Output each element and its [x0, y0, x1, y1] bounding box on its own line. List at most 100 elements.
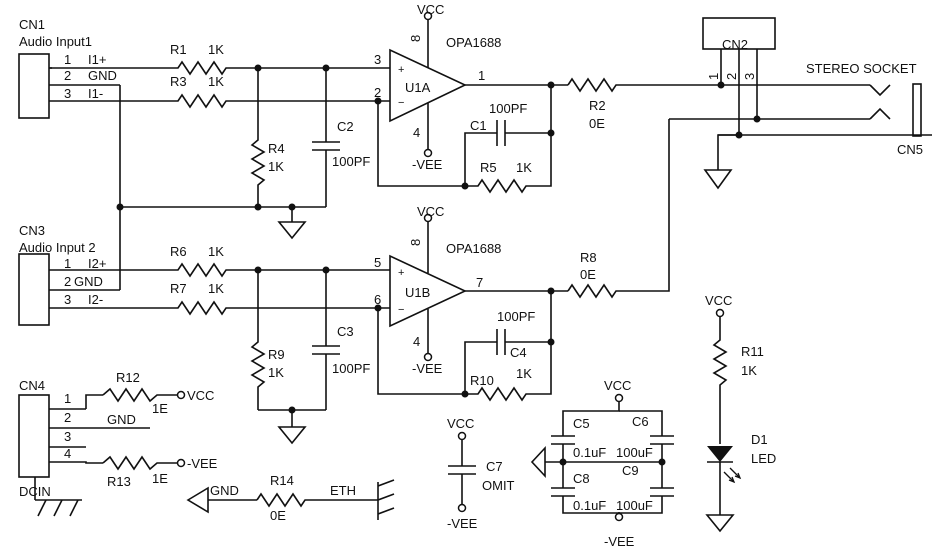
r3-value: 1K [208, 74, 224, 89]
c1-value: 100PF [489, 101, 527, 116]
u1a-part: OPA1688 [446, 35, 501, 50]
c6-ref: C6 [632, 414, 649, 429]
cn1-name: Audio Input1 [19, 34, 92, 49]
cn4-ref: CN4 [19, 378, 45, 393]
r6-value: 1K [208, 244, 224, 259]
resistor-r9: R9 1K [250, 270, 285, 410]
u1b-pin-out: 7 [476, 275, 483, 290]
svg-text:−: − [398, 97, 404, 109]
connector-cn4: CN4 DCIN 1 2 3 4 GND [18, 378, 136, 499]
r13-ref: R13 [107, 474, 131, 489]
cn3-signal-i2p: I2+ [88, 256, 106, 271]
c3-ref: C3 [337, 324, 354, 339]
cn2-pin-1: 1 [706, 73, 721, 80]
u1b-ref: U1B [405, 285, 430, 300]
r1-ref: R1 [170, 42, 187, 57]
r4-ref: R4 [268, 141, 285, 156]
c7-value: OMIT [482, 478, 515, 493]
capacitor-c1: C1 100PF [470, 101, 527, 146]
c2-ref: C2 [337, 119, 354, 134]
eth-label: ETH [330, 483, 356, 498]
c3-value: 100PF [332, 361, 370, 376]
c2-value: 100PF [332, 154, 370, 169]
resistor-r10: R10 1K [465, 342, 552, 402]
cn3-signal-gnd: GND [74, 274, 103, 289]
r11-ref: R11 [741, 344, 764, 359]
wire-u1b-fb-left [377, 308, 465, 395]
opamp-u1b: U1B OPA1688 + − 5 6 7 VCC 8 4 -VEE [374, 204, 501, 376]
cn3-name: Audio Input 2 [19, 240, 96, 255]
wire-c4-left [464, 341, 497, 394]
r2-ref: R2 [589, 98, 606, 113]
u1b-part: OPA1688 [446, 241, 501, 256]
connector-cn1: CN1 Audio Input1 1 2 3 I1+ GND I1- [18, 17, 117, 119]
u1b-pin-plus: 5 [374, 255, 381, 270]
cn3-pin-3: 3 [64, 292, 71, 307]
r14-value: 0E [270, 508, 286, 523]
r13-vee-label: -VEE [187, 456, 218, 471]
c7-ref: C7 [486, 459, 503, 474]
r4-value: 1K [268, 159, 284, 174]
r13-value: 1E [152, 471, 168, 486]
r5-ref: R5 [480, 160, 497, 175]
cn3-pin-1: 1 [64, 256, 71, 271]
wire-cn4-pin1b [85, 394, 103, 409]
cn5-name: STEREO SOCKET [806, 61, 917, 76]
cn1-signal-i1p: I1+ [88, 52, 106, 67]
svg-text:+: + [398, 64, 404, 76]
ground-symbol-cn2 [703, 134, 739, 190]
u1a-pin-plus: 3 [374, 52, 381, 67]
cn4-gnd-label: GND [107, 412, 136, 427]
cn4-pin-4: 4 [64, 446, 71, 461]
decoupling-vee-label: -VEE [604, 534, 635, 549]
u1a-pin-vee: 4 [413, 125, 420, 140]
r9-ref: R9 [268, 347, 285, 362]
decoupling-block: VCC C5 0.1uF C6 100uF C8 0.1uF C9 100uF … [530, 378, 674, 549]
d1-ref: D1 [751, 432, 768, 447]
resistor-r6: R6 1K [170, 244, 232, 278]
u1b-vcc-label: VCC [417, 204, 444, 219]
r5-value: 1K [516, 160, 532, 175]
r2-value: 0E [589, 116, 605, 131]
c4-ref: C4 [510, 345, 527, 360]
r11-value: 1K [741, 363, 757, 378]
resistor-r14: GND R14 0E ETH [186, 473, 378, 523]
c5-value: 0.1uF [573, 445, 606, 460]
resistor-r3: R3 1K [170, 74, 232, 109]
u1a-ref: U1A [405, 80, 431, 95]
svg-text:−: − [398, 304, 404, 316]
c9-ref: C9 [622, 463, 639, 478]
u1b-pin-vee: 4 [413, 334, 420, 349]
r9-value: 1K [268, 365, 284, 380]
r1-value: 1K [208, 42, 224, 57]
cn1-signal-gnd: GND [88, 68, 117, 83]
r14-gnd-label: GND [210, 483, 239, 498]
u1a-pin-vcc: 8 [408, 35, 423, 42]
connector-cn3: CN3 Audio Input 2 1 2 3 I2+ GND I2- [18, 223, 106, 326]
connector-cn5: STEREO SOCKET CN5 [806, 61, 923, 157]
u1a-pin-out: 1 [478, 68, 485, 83]
capacitor-c2: C2 100PF [312, 68, 370, 207]
cn2-pin-3: 3 [742, 73, 757, 80]
connector-cn2: CN2 1 2 3 [702, 17, 776, 135]
capacitor-c4: C4 100PF [496, 309, 535, 360]
u1b-vee-label: -VEE [412, 361, 443, 376]
resistor-r4: R4 1K [250, 68, 285, 207]
c8-ref: C8 [573, 471, 590, 486]
cn3-pin-2: 2 [64, 274, 71, 289]
c4-value: 100PF [497, 309, 535, 324]
cn4-pin-2: 2 [64, 410, 71, 425]
u1a-pin-minus: 2 [374, 85, 381, 100]
cn1-signal-i1m: I1- [88, 86, 103, 101]
wire-c1-left [464, 132, 497, 186]
led-indicator: VCC R11 1K D1 LED [705, 293, 776, 533]
u1b-pin-vcc: 8 [408, 239, 423, 246]
cn3-signal-i2m: I2- [88, 292, 103, 307]
capacitor-c7: VCC C7 OMIT -VEE [447, 416, 515, 531]
r14-ref: R14 [270, 473, 294, 488]
r6-ref: R6 [170, 244, 187, 259]
r7-value: 1K [208, 281, 224, 296]
cn1-ref: CN1 [19, 17, 45, 32]
r8-ref: R8 [580, 250, 597, 265]
